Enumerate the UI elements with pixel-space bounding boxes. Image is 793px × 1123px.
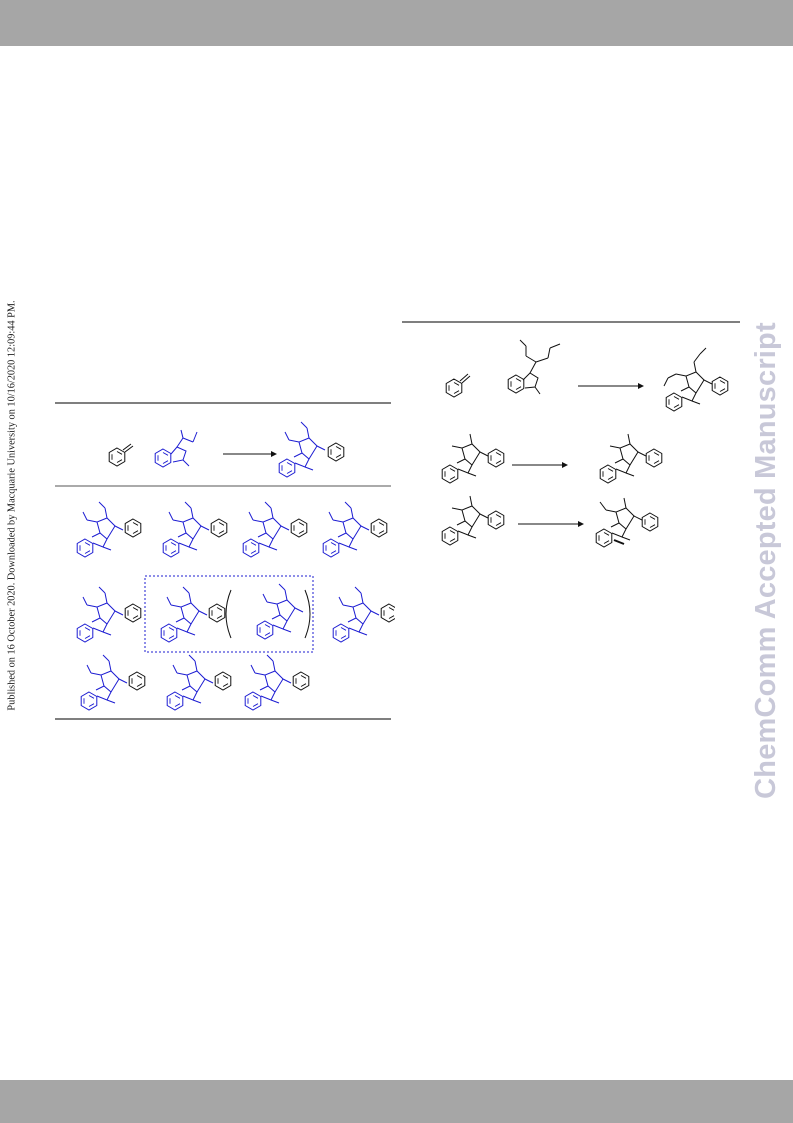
- footer-band: [0, 1080, 793, 1123]
- reaction-scheme-left-icon: [55, 402, 395, 720]
- watermark: ChemComm Accepted Manuscript: [744, 290, 788, 830]
- publication-note: Published on 16 October 2020. Downloaded…: [4, 290, 20, 720]
- reaction-scheme-right: [402, 318, 742, 558]
- header-band: [0, 0, 793, 46]
- reaction-scheme-left: [55, 400, 395, 725]
- watermark-text: ChemComm Accepted Manuscript: [749, 321, 782, 799]
- reaction-scheme-right-icon: [402, 321, 740, 558]
- publication-note-text: Published on 16 October 2020. Downloaded…: [6, 299, 18, 711]
